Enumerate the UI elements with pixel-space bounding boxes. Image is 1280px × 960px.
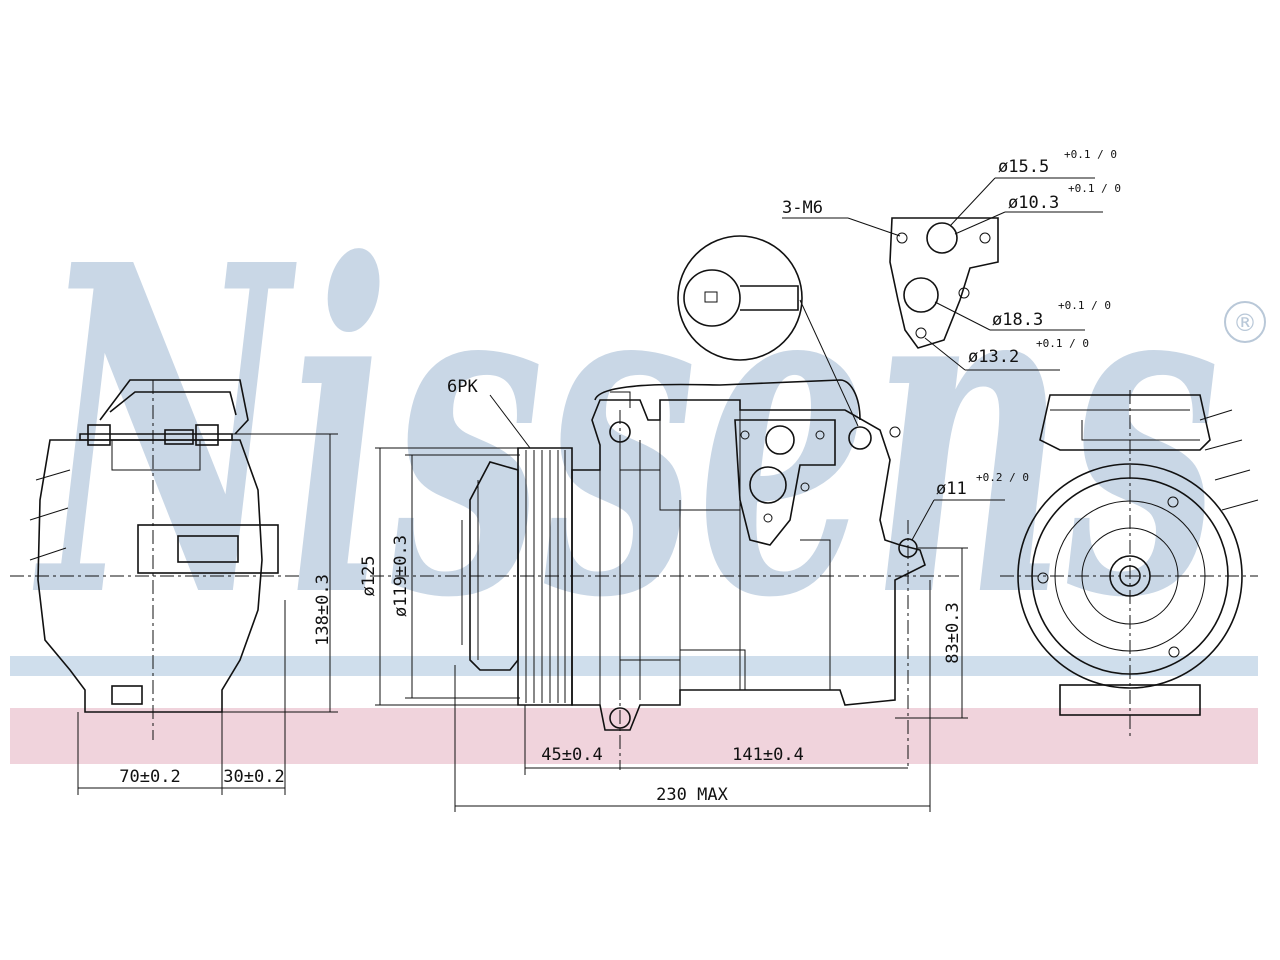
dim-overall-length: 230 MAX bbox=[656, 785, 728, 805]
dim-side-width: 70±0.2 bbox=[119, 767, 180, 787]
svg-text:+0.1 / 0: +0.1 / 0 bbox=[1036, 337, 1089, 350]
belt-label: 6PK bbox=[447, 377, 478, 397]
svg-text:ø15.5: ø15.5 bbox=[998, 157, 1049, 177]
port-d11-label: ø11 +0.2 / 0 bbox=[911, 471, 1029, 541]
brand-watermark: Nissens ® bbox=[10, 168, 1266, 764]
detail-view-circle bbox=[677, 235, 859, 427]
mount-thread-label: 3-M6 bbox=[782, 198, 823, 218]
port-d132-label: ø13.2 +0.1 / 0 bbox=[924, 337, 1089, 371]
port-d183-label: ø18.3 +0.1 / 0 bbox=[934, 299, 1111, 331]
main-front-view: ø125 ø119±0.3 83±0.3 45±0.4 141±0.4 230 … bbox=[359, 377, 1029, 812]
watermark-logo-text: Nissens bbox=[32, 168, 1220, 697]
svg-text:ø18.3: ø18.3 bbox=[992, 310, 1043, 330]
right-end-view bbox=[1000, 390, 1259, 740]
registered-mark-icon: ® bbox=[1224, 301, 1266, 343]
dim-pulley-inner: ø119±0.3 bbox=[391, 535, 411, 617]
svg-text:+0.1 / 0: +0.1 / 0 bbox=[1068, 182, 1121, 195]
svg-text:+0.2 / 0: +0.2 / 0 bbox=[976, 471, 1029, 484]
port-circle-icon bbox=[749, 425, 795, 504]
svg-text:ø13.2: ø13.2 bbox=[968, 347, 1019, 367]
port-d155-label: ø15.5 +0.1 / 0 bbox=[949, 148, 1117, 227]
dim-pulley-outer: ø125 bbox=[359, 556, 379, 597]
pink-band bbox=[10, 708, 1258, 764]
dim-mount-spacing: 141±0.4 bbox=[732, 745, 804, 765]
svg-text:®: ® bbox=[1233, 309, 1257, 337]
dim-clutch-offset: 45±0.4 bbox=[541, 745, 602, 765]
blue-band bbox=[10, 656, 1258, 676]
svg-text:+0.1 / 0: +0.1 / 0 bbox=[1058, 299, 1111, 312]
svg-text:ø11: ø11 bbox=[936, 479, 967, 499]
left-side-view: 138±0.3 70±0.2 30±0.2 bbox=[10, 379, 338, 795]
dim-side-offset: 30±0.2 bbox=[223, 767, 284, 787]
dim-mount-height: 83±0.3 bbox=[943, 602, 963, 663]
svg-text:+0.1 / 0: +0.1 / 0 bbox=[1064, 148, 1117, 161]
port-d103-label: ø10.3 +0.1 / 0 bbox=[954, 182, 1121, 235]
svg-text:ø10.3: ø10.3 bbox=[1008, 193, 1059, 213]
dim-height: 138±0.3 bbox=[313, 574, 333, 646]
port-flange-detail: 3-M6 ø15.5 +0.1 / 0 ø10.3 +0.1 / 0 ø18.3… bbox=[782, 148, 1121, 371]
